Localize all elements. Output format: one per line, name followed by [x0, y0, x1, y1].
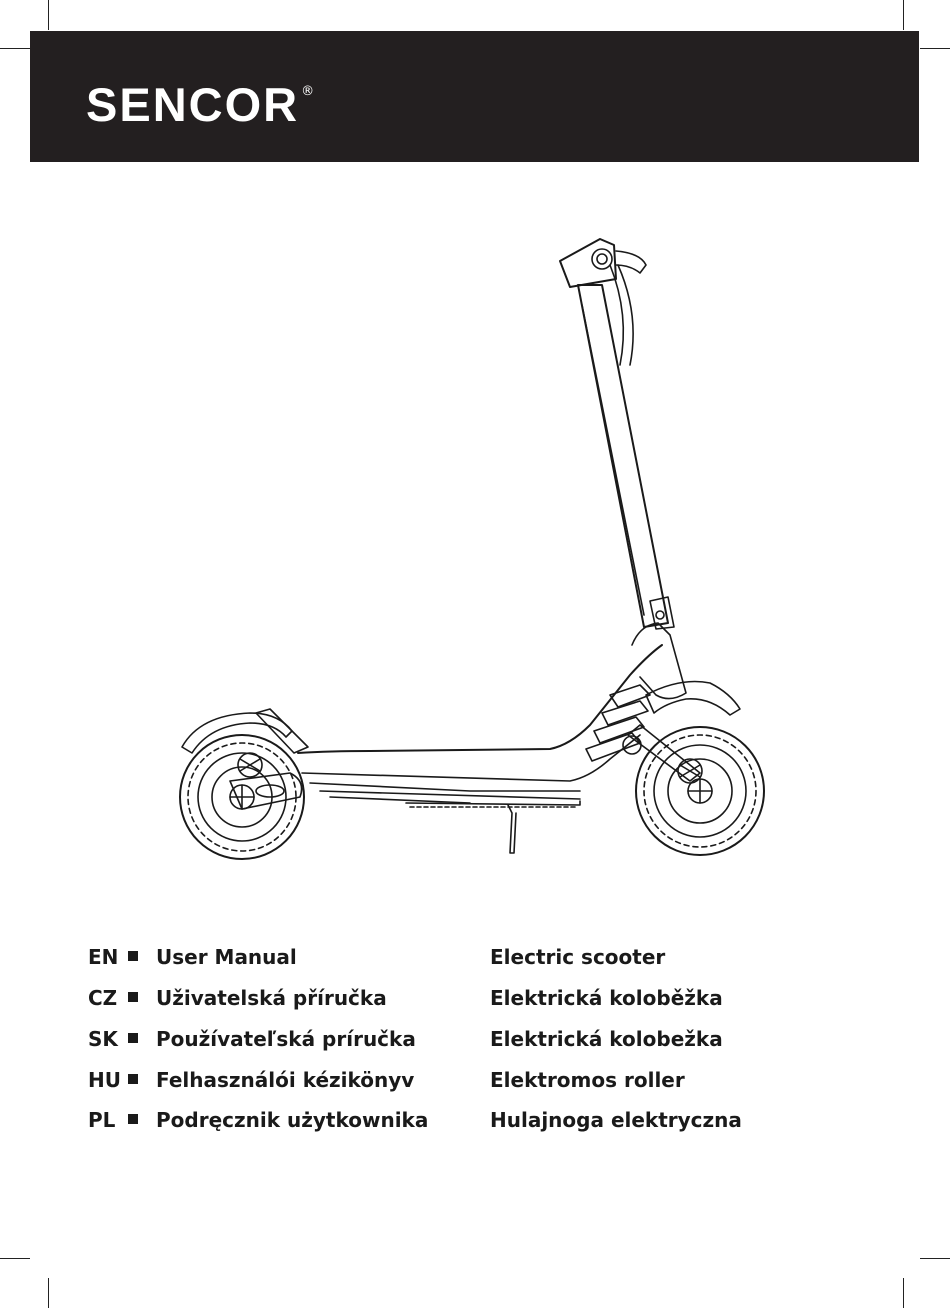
rear-wheel [180, 735, 304, 859]
square-bullet-icon [128, 1033, 138, 1043]
product-name: Elektrická koloběžka [490, 984, 723, 1012]
front-fender [646, 682, 740, 716]
brand-name: SENCOR [86, 82, 299, 128]
crop-mark-top-right [903, 0, 904, 30]
brand-logo: SENCOR ® [86, 82, 314, 128]
manual-title: User Manual [156, 943, 297, 971]
language-row-en: EN User Manual Electric scooter [0, 943, 950, 973]
crop-mark-right-bottom [920, 1258, 950, 1259]
manual-title: Používateľská príručka [156, 1025, 416, 1053]
language-row-hu: HU Felhasználói kézikönyv Elektromos rol… [0, 1066, 950, 1096]
language-code: SK [88, 1025, 118, 1053]
manual-title: Podręcznik użytkownika [156, 1106, 428, 1134]
crop-mark-right-top [920, 48, 950, 49]
steering-column [578, 285, 674, 629]
manual-title: Felhasználói kézikönyv [156, 1066, 414, 1094]
crop-mark-left-bottom [0, 1258, 30, 1259]
language-code: EN [88, 943, 118, 971]
language-row-sk: SK Používateľská príručka Elektrická kol… [0, 1025, 950, 1055]
crop-mark-bottom-left [48, 1278, 49, 1308]
manual-title: Uživatelská příručka [156, 984, 387, 1012]
crop-mark-bottom-right [903, 1278, 904, 1308]
language-code: CZ [88, 984, 117, 1012]
square-bullet-icon [128, 992, 138, 1002]
product-name: Elektrická kolobežka [490, 1025, 723, 1053]
language-row-cz: CZ Uživatelská příručka Elektrická kolob… [0, 984, 950, 1014]
frame-neck [632, 623, 686, 699]
product-name: Electric scooter [490, 943, 665, 971]
kickstand [508, 805, 516, 853]
rear-lamp [256, 709, 308, 753]
square-bullet-icon [128, 1074, 138, 1084]
crop-mark-top-left [48, 0, 49, 30]
language-code: HU [88, 1066, 121, 1094]
registered-mark: ® [301, 84, 314, 99]
scooter-illustration [170, 225, 790, 865]
language-code: PL [88, 1106, 115, 1134]
language-row-pl: PL Podręcznik użytkownika Hulajnoga elek… [0, 1106, 950, 1136]
product-name: Elektromos roller [490, 1066, 685, 1094]
crop-mark-left-top [0, 48, 30, 49]
handlebar [560, 239, 646, 365]
square-bullet-icon [128, 1114, 138, 1124]
square-bullet-icon [128, 951, 138, 961]
product-name: Hulajnoga elektryczna [490, 1106, 742, 1134]
front-wheel [636, 727, 764, 855]
